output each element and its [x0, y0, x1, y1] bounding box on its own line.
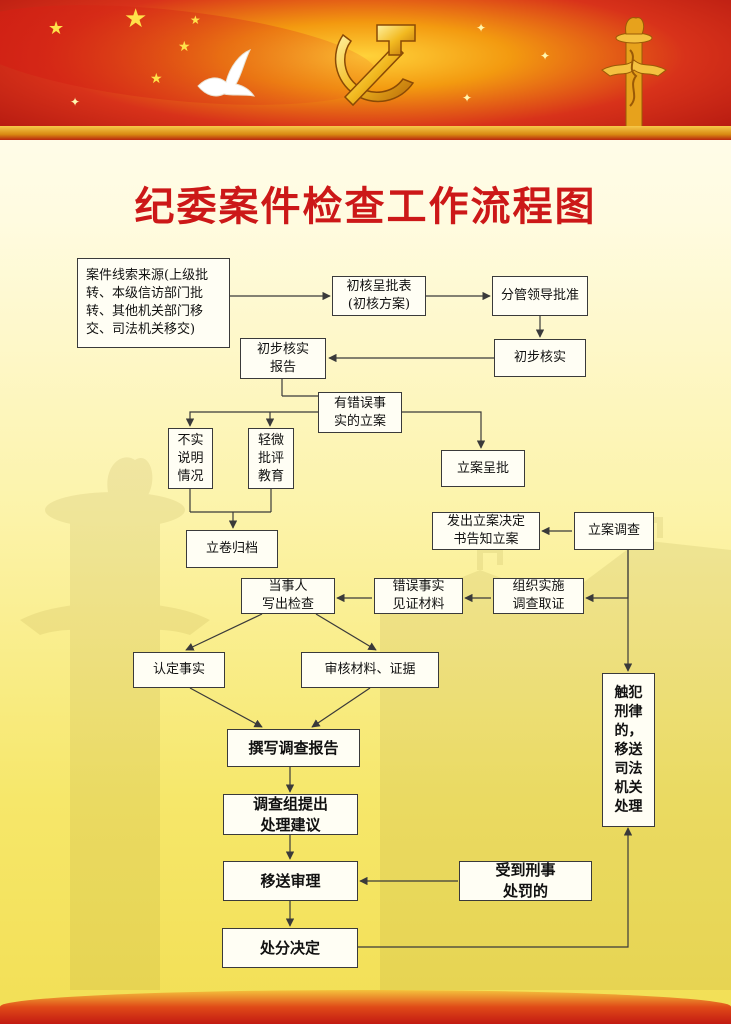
node-disposition-decision: 处分决定 [222, 928, 358, 968]
node-evidence-materials: 错误事实 见证材料 [374, 578, 463, 614]
node-write-report: 撰写调查报告 [227, 729, 360, 767]
node-team-proposal: 调查组提出 处理建议 [223, 794, 358, 835]
star-icon: ★ [150, 71, 163, 87]
node-organize-investigation: 组织实施 调查取证 [493, 578, 584, 614]
node-criminal-penalty: 受到刑事 处罚的 [459, 861, 592, 901]
node-approval-form: 初核呈批表 (初核方案) [332, 276, 426, 316]
dove-icon [197, 49, 256, 97]
node-party-self-review: 当事人 写出检查 [241, 578, 335, 614]
page-title: 纪委案件检查工作流程图 [134, 184, 597, 230]
node-untrue-explanation: 不实 说明 情况 [168, 428, 213, 489]
star-icon: ★ [178, 39, 191, 55]
node-transfer-review: 移送审理 [223, 861, 358, 901]
star-icon: ★ [124, 4, 148, 34]
star-icon: ★ [190, 13, 201, 27]
node-archive: 立卷归档 [186, 530, 278, 568]
sparkle-icon: ✦ [70, 95, 81, 109]
node-case-filed: 有错误事 实的立案 [318, 392, 402, 433]
node-filing-approval: 立案呈批 [441, 450, 525, 487]
sparkle-icon: ✦ [462, 91, 473, 105]
node-minor-criticism: 轻微 批评 教育 [248, 428, 294, 489]
node-confirm-facts: 认定事实 [133, 652, 225, 688]
star-icon: ★ [48, 18, 65, 39]
header-banner: ★ ★ ★ ★ ★ ✦ ✦ ✦ ✦ [0, 0, 731, 140]
banner-stripe [0, 126, 731, 140]
sparkle-icon: ✦ [540, 49, 551, 63]
node-review-evidence: 审核材料、证据 [301, 652, 439, 688]
node-notify-decision: 发出立案决定 书告知立案 [432, 512, 540, 550]
node-case-source: 案件线索来源(上级批 转、本级信访部门批 转、其他机关部门移 交、司法机关移交) [77, 258, 230, 348]
node-preliminary-verification: 初步核实 [494, 339, 586, 377]
footer-band [0, 990, 731, 1024]
node-leader-approval: 分管领导批准 [492, 276, 588, 316]
node-criminal-transfer: 触犯 刑律 的， 移送 司法 机关 处理 [602, 673, 655, 827]
party-emblem-icon [334, 24, 416, 107]
node-case-investigation: 立案调查 [574, 512, 654, 550]
node-preliminary-report: 初步核实 报告 [240, 338, 326, 379]
huabiao-pillar-icon [601, 17, 667, 138]
sparkle-icon: ✦ [476, 21, 487, 35]
